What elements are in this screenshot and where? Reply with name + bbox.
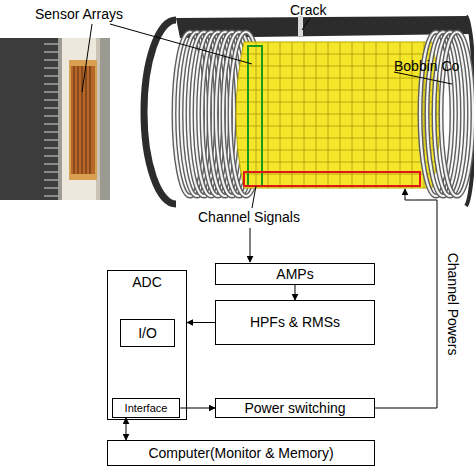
leader-line <box>82 24 92 92</box>
box-text: ADC <box>132 274 162 290</box>
photo-background <box>0 38 110 200</box>
photo-tube <box>62 38 100 200</box>
signal-label: Channel Signals <box>198 209 300 225</box>
sensor-stripes <box>74 66 90 174</box>
signal-arrow <box>295 285 296 300</box>
part-label: Sensor Arrays <box>35 6 123 22</box>
io-box: I/O <box>120 319 175 347</box>
box-text: Computer(Monitor & Memory) <box>148 445 333 461</box>
amplifier-box: AMPs <box>215 263 375 285</box>
part-label: Bobbin Co <box>394 58 459 74</box>
leader-line <box>252 186 256 208</box>
ruler <box>0 38 58 200</box>
sensor-frame <box>69 60 97 180</box>
adc-box: ADC I/O Interface <box>107 270 187 420</box>
leader-line <box>302 18 310 30</box>
power-wire <box>375 189 437 408</box>
leader-line <box>110 24 252 64</box>
pipe <box>144 16 474 206</box>
bobbin-coil-rings <box>420 32 473 196</box>
signal-wire <box>250 228 251 262</box>
part-label: Crack <box>290 2 327 18</box>
box-text: Interface <box>125 402 168 415</box>
pipe-opening <box>144 20 176 204</box>
interface-box: Interface <box>112 398 180 418</box>
channel-highlight <box>248 46 262 186</box>
sensor-photo <box>0 38 110 200</box>
box-text: HPFs & RMSs <box>250 314 340 330</box>
computer-box: Computer(Monitor & Memory) <box>107 440 375 466</box>
power-highlight <box>244 172 420 186</box>
box-text: I/O <box>138 325 157 341</box>
signal-arrow <box>187 322 215 323</box>
signal-label: Channel Powers <box>445 239 461 369</box>
signal-arrow <box>126 418 127 440</box>
crack-mark <box>298 16 303 36</box>
box-text: AMPs <box>276 266 313 282</box>
box-text: Power switching <box>244 400 345 416</box>
power-switch-box: Power switching <box>215 398 375 418</box>
filter-box: HPFs & RMSs <box>215 300 375 345</box>
ruler-ticks <box>44 44 58 196</box>
